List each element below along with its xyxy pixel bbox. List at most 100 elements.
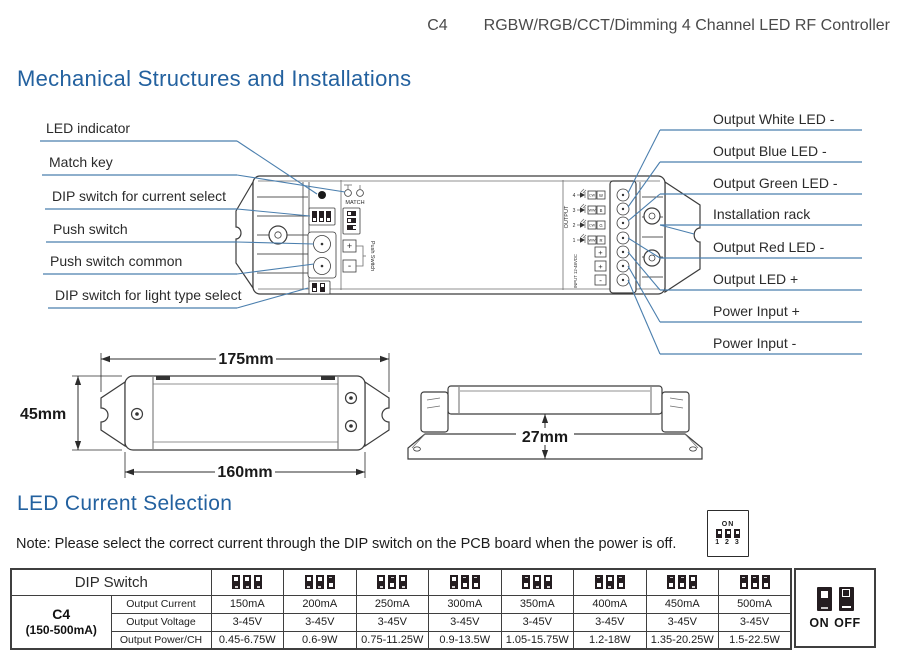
dip-switch-icon bbox=[738, 575, 771, 590]
controller-top-view: MATCH + - Push Switch OUTPUT 4 bbox=[235, 175, 701, 295]
dip-light-type-select bbox=[308, 280, 331, 295]
row-label: Output Power/CH bbox=[110, 630, 212, 650]
dip-current-select-mid bbox=[342, 207, 361, 235]
bv-right-wing bbox=[364, 380, 390, 448]
svg-text:1: 1 bbox=[573, 238, 576, 244]
dip-switch-lever bbox=[399, 575, 408, 590]
power-terminal-boxes: + + - INPUT 12-48VDC bbox=[573, 246, 607, 288]
dip-switch-lever bbox=[716, 529, 722, 538]
dip-switch-lever bbox=[725, 529, 731, 538]
dip-switch-icon bbox=[666, 575, 699, 590]
svg-text:Output Green LED -: Output Green LED - bbox=[713, 175, 838, 191]
dip-on-label: ON bbox=[721, 521, 735, 528]
switch-on-icon bbox=[816, 586, 832, 611]
right-mounting-wing bbox=[664, 180, 701, 294]
dim-height: 45mm bbox=[20, 406, 66, 423]
dip-switch-lever bbox=[254, 575, 263, 590]
dip-numbers: 1 2 3 bbox=[715, 539, 741, 546]
svg-text:2: 2 bbox=[573, 223, 576, 229]
dip-switch-icon bbox=[448, 575, 481, 590]
channel-4: 4 CW W bbox=[573, 188, 606, 200]
dip-icon-col-4 bbox=[428, 568, 502, 596]
svg-text:Power Input -: Power Input - bbox=[713, 335, 797, 351]
svg-text:WW: WW bbox=[589, 209, 596, 213]
dip-switch-lever bbox=[377, 575, 386, 590]
note-text: Note: Please select the correct current … bbox=[16, 536, 677, 552]
match-label: MATCH bbox=[345, 200, 364, 206]
dip-switch-lever bbox=[533, 575, 542, 590]
sv-right-block bbox=[661, 391, 690, 433]
row-label: Output Voltage bbox=[110, 612, 212, 632]
svg-text:Match key: Match key bbox=[49, 154, 113, 170]
svg-text:Power Input +: Power Input + bbox=[713, 303, 800, 319]
svg-text:DIP switch for light type sele: DIP switch for light type select bbox=[55, 287, 242, 303]
channel-3: 3 WW B bbox=[573, 203, 606, 215]
svg-text:Output White LED -: Output White LED - bbox=[713, 111, 835, 127]
dip-switch-lever bbox=[689, 575, 698, 590]
output-label: OUTPUT bbox=[564, 205, 570, 228]
dip-switch-lever bbox=[616, 575, 625, 590]
dip-switch-lever bbox=[544, 575, 553, 590]
dim-overall-width: 175mm bbox=[218, 351, 273, 368]
dip-switch-icon bbox=[593, 575, 626, 590]
current-selection-table: DIP Switch C4 (150-500mA) Output Current… bbox=[10, 568, 792, 650]
sv-left-block bbox=[420, 391, 449, 433]
dip-icon-col-3 bbox=[355, 568, 429, 596]
svg-text:DIP switch for current select: DIP switch for current select bbox=[52, 188, 226, 204]
bv-body bbox=[124, 375, 366, 451]
dip-switch-lever bbox=[315, 575, 324, 590]
row-output-current: C4 (150-500mA) Output Current 150mA 200m… bbox=[10, 594, 792, 650]
svg-text:+: + bbox=[598, 248, 603, 257]
dip-icon-col-7 bbox=[645, 568, 719, 596]
dip-switch-lever bbox=[326, 575, 335, 590]
right-callouts: Output White LED - Output Blue LED - Out… bbox=[627, 111, 862, 355]
push-switch-terminals: + - Push Switch bbox=[342, 239, 375, 273]
svg-text:4: 4 bbox=[573, 193, 576, 199]
on-off-legend: ON OFF bbox=[794, 568, 876, 648]
svg-text:Output Red LED -: Output Red LED - bbox=[713, 239, 825, 255]
svg-text:Output LED +: Output LED + bbox=[713, 271, 798, 287]
dip-icon-col-6 bbox=[573, 568, 647, 596]
label-output-blue: Output Blue LED - bbox=[627, 143, 862, 208]
dip-switch-icon bbox=[376, 575, 409, 590]
svg-text:WW: WW bbox=[589, 239, 596, 243]
dip-switch-lever bbox=[243, 575, 252, 590]
dip-switch-icon bbox=[521, 575, 554, 590]
left-mounting-wing bbox=[235, 179, 254, 290]
svg-text:CW: CW bbox=[589, 224, 596, 228]
label-output-white: Output White LED - bbox=[627, 111, 862, 194]
dip-icon-col-2 bbox=[283, 568, 357, 596]
table-header-row: DIP Switch bbox=[10, 568, 792, 596]
row-output-voltage: Output Voltage 3-45V 3-45V 3-45V 3-45V 3… bbox=[11, 612, 792, 632]
dip-switch-lever bbox=[471, 575, 480, 590]
legend-switches bbox=[816, 586, 854, 611]
label-power-minus: Power Input - bbox=[627, 279, 862, 355]
mechanical-diagram: MATCH + - Push Switch OUTPUT 4 bbox=[40, 111, 862, 355]
bv-left-wing bbox=[100, 380, 126, 448]
svg-text:CW: CW bbox=[589, 194, 596, 198]
svg-text:Output Blue LED -: Output Blue LED - bbox=[713, 143, 827, 159]
model-cell: C4 (150-500mA) bbox=[10, 594, 112, 650]
label-output-plus: Output LED + bbox=[627, 251, 862, 291]
dip-switch-lever bbox=[232, 575, 241, 590]
dip-switch-lever bbox=[449, 575, 458, 590]
svg-text:+: + bbox=[347, 241, 352, 251]
dip-switch-lever bbox=[388, 575, 397, 590]
push-switch-label: Push Switch bbox=[369, 241, 375, 271]
dip-switch-lever bbox=[460, 575, 469, 590]
dim-depth: 27mm bbox=[522, 429, 568, 446]
svg-text:3: 3 bbox=[573, 208, 576, 214]
label-dip-light-type: DIP switch for light type select bbox=[48, 287, 309, 309]
output-schematic: OUTPUT 4 CW W 3 WW B 2 CW bbox=[564, 188, 607, 288]
label-push-switch: Push switch bbox=[46, 221, 315, 245]
switch-off-icon bbox=[838, 586, 854, 611]
label-installation-rack: Installation rack bbox=[659, 206, 862, 235]
label-output-red: Output Red LED - bbox=[627, 237, 862, 259]
dip-switch-icon bbox=[303, 575, 336, 590]
dip-switch-lever bbox=[304, 575, 313, 590]
svg-text:G: G bbox=[599, 223, 602, 228]
dip-switch-lever bbox=[678, 575, 687, 590]
svg-text:Push switch common: Push switch common bbox=[50, 253, 182, 269]
dip-switch-lever bbox=[522, 575, 531, 590]
row-output-power: Output Power/CH 0.45-6.75W 0.6-9W 0.75-1… bbox=[11, 630, 792, 650]
